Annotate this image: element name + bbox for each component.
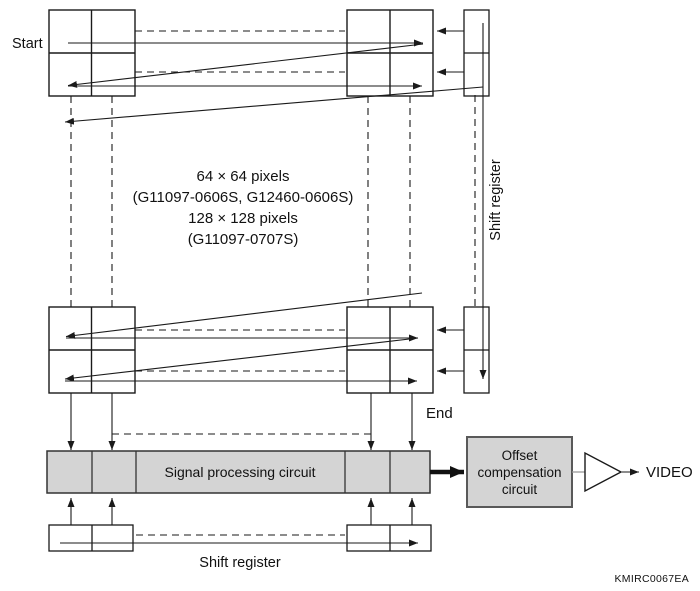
scan-lines-middle-block <box>64 292 464 385</box>
offset-compensation-box <box>466 436 573 508</box>
svg-text:Offset: Offset <box>502 448 538 463</box>
amplifier-icon <box>572 451 623 493</box>
part-number-label: KMIRC0067EA <box>615 573 690 585</box>
offset-compensation-label: Offset compensation circuit <box>477 448 561 497</box>
svg-text:(G11097-0707S): (G11097-0707S) <box>188 231 299 248</box>
horizontal-shift-register-right-cell <box>346 524 432 552</box>
shift-register-right-label: Shift register <box>488 159 504 241</box>
svg-text:64 × 64 pixels: 64 × 64 pixels <box>197 168 290 185</box>
scan-lines-top-block <box>64 27 484 125</box>
svg-text:128 × 128 pixels: 128 × 128 pixels <box>188 210 298 227</box>
vertical-shift-register-top-cell <box>463 9 490 97</box>
vertical-shift-register-bottom-cell <box>463 306 490 394</box>
signal-processing-bar <box>46 450 431 494</box>
pixel-block-top-left <box>48 9 136 97</box>
pixel-block-mid-left <box>48 306 136 394</box>
start-label: Start <box>12 36 43 52</box>
svg-text:(G11097-0606S, G12460-0606S): (G11097-0606S, G12460-0606S) <box>133 189 354 206</box>
pixel-block-top-right <box>346 9 434 97</box>
signal-processing-label: Signal processing circuit <box>165 464 316 480</box>
svg-text:circuit: circuit <box>502 482 538 497</box>
pixel-block-mid-right <box>346 306 434 394</box>
video-label: VIDEO <box>646 464 693 481</box>
horizontal-shift-register-left-cell <box>48 524 134 552</box>
shift-register-bottom-label: Shift register <box>199 555 281 571</box>
svg-text:compensation: compensation <box>477 465 561 480</box>
column-output-arrows <box>67 393 416 450</box>
pixel-format-note: 64 × 64 pixels (G11097-0606S, G12460-060… <box>133 168 354 248</box>
horizontal-shift-register-arrows <box>60 498 418 547</box>
end-label: End <box>426 405 453 422</box>
